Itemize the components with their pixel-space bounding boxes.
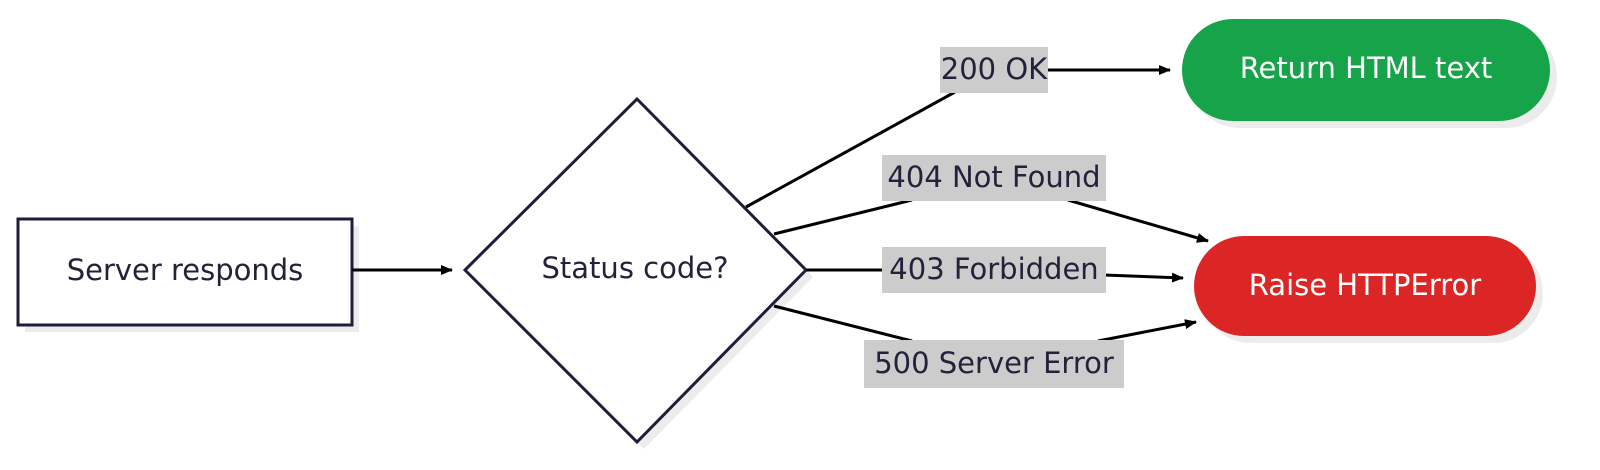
edge-label-bg [882, 155, 1106, 201]
decision-node-label: Status code? [542, 251, 729, 285]
edge-forbidden: 403 Forbidden [806, 247, 1184, 293]
edge-label-ok: 200 OK [941, 52, 1048, 86]
decision-node: Status code? [462, 96, 813, 449]
start-node: Server responds [16, 217, 359, 332]
success-node: Return HTML text [1182, 19, 1557, 128]
edge-label-bg [882, 247, 1106, 293]
edge-ok: 200 OK [745, 47, 1171, 209]
edge-label-server-error: 500 Server Error [874, 346, 1114, 380]
edge-server-error: 500 Server Error [773, 304, 1197, 388]
success-node-shape [1182, 19, 1550, 121]
edge-label-bg [940, 47, 1048, 93]
success-node-label: Return HTML text [1240, 51, 1493, 85]
edge-label-forbidden: 403 Forbidden [889, 252, 1098, 286]
error-node-shape [1194, 236, 1536, 336]
start-node-label: Server responds [67, 253, 304, 287]
edge-not-found: 404 Not Found [773, 155, 1209, 243]
edge-label-bg [864, 340, 1124, 388]
error-node-label: Raise HTTPError [1249, 268, 1481, 302]
error-node: Raise HTTPError [1194, 236, 1543, 343]
edge-label-not-found: 404 Not Found [887, 160, 1100, 194]
